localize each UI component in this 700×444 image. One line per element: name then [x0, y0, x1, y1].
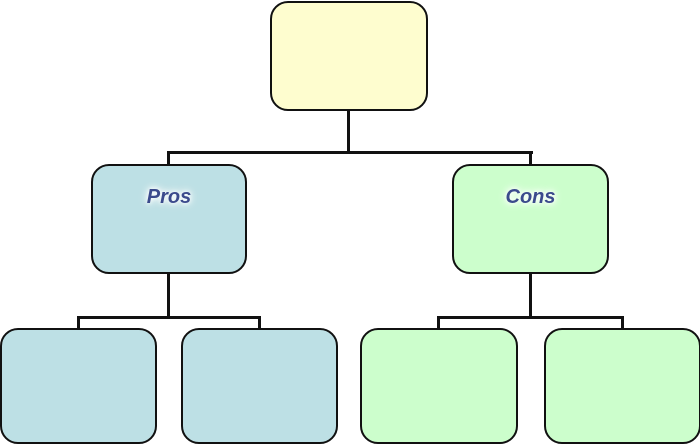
connector — [167, 151, 170, 165]
cons-node: Cons — [452, 164, 609, 274]
connector — [347, 110, 350, 154]
connector — [437, 316, 624, 319]
connector — [167, 151, 533, 154]
connector — [77, 316, 261, 319]
pros-child-1 — [0, 328, 157, 444]
cons-child-2 — [544, 328, 700, 444]
connector — [529, 151, 532, 165]
cons-label: Cons — [505, 186, 556, 208]
connector — [437, 316, 440, 329]
connector — [77, 316, 80, 329]
connector — [621, 316, 624, 329]
root-node — [270, 1, 428, 111]
connector — [529, 272, 532, 318]
pros-child-2 — [181, 328, 338, 444]
pros-label: Pros — [146, 186, 192, 208]
connector — [167, 272, 170, 318]
pros-node: Pros — [91, 164, 247, 274]
cons-child-1 — [360, 328, 518, 444]
connector — [258, 316, 261, 329]
